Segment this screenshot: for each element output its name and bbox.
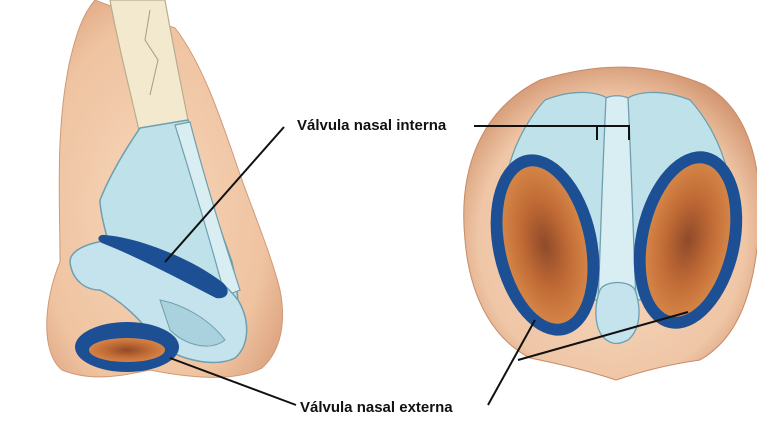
nostril-lateral bbox=[89, 338, 165, 362]
external-valve-label: Válvula nasal externa bbox=[300, 399, 453, 416]
internal-valve-label: Válvula nasal interna bbox=[297, 117, 446, 134]
columella-basal bbox=[596, 283, 639, 344]
lateral-nose-view bbox=[47, 0, 283, 377]
